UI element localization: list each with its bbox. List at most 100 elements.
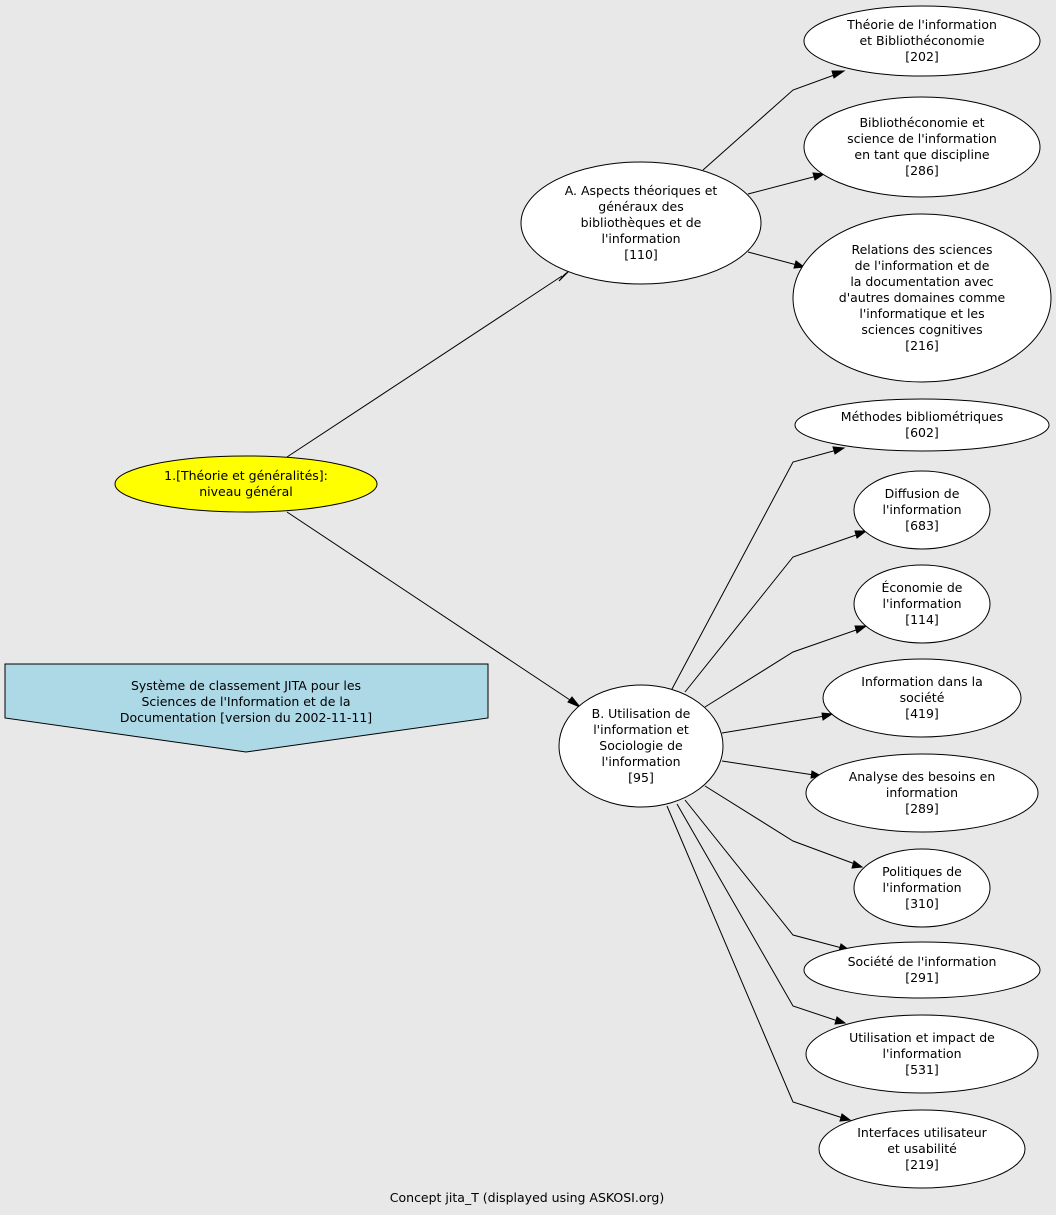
footer-caption: Concept jita_T (displayed using ASKOSI.o…	[390, 1190, 664, 1205]
node-b5-shape	[805, 753, 1039, 833]
node-a3-label-line: de l'information et de	[855, 258, 990, 273]
edge-b-to-b2	[684, 530, 868, 693]
node-a3-label-line: l'informatique et les	[859, 306, 984, 321]
node-b1-shape	[794, 398, 1050, 452]
node-b3[interactable]: Économie del'information[114]	[853, 564, 991, 644]
node-b8-label-line: l'information	[882, 1046, 961, 1061]
legend-shape	[4, 663, 489, 753]
node-a2-label-line: en tant que discipline	[854, 147, 990, 162]
node-b1-label-line: [602]	[905, 425, 939, 440]
node-root-label-line: 1.[Théorie et généralités]:	[164, 468, 328, 483]
node-b9-shape	[818, 1109, 1026, 1189]
node-b3-shape	[853, 564, 991, 644]
node-a2-label-line: science de l'information	[847, 131, 997, 146]
node-a3-label-line: sciences cognitives	[861, 322, 982, 337]
node-b5-label-line: [289]	[905, 801, 939, 816]
edge-a-to-a1	[702, 70, 846, 171]
node-a3-label-line: [216]	[905, 338, 939, 353]
concept-nodes: 1.[Théorie et généralités]:niveau généra…	[114, 5, 1052, 1189]
node-b-shape	[558, 684, 724, 808]
node-b4-label-line: Information dans la	[861, 674, 982, 689]
node-b6-label-line: l'information	[882, 880, 961, 895]
node-b-label-line: l'information	[601, 754, 680, 769]
node-b2[interactable]: Diffusion del'information[683]	[853, 470, 991, 550]
node-a2-label-line: Bibliothéconomie et	[859, 115, 984, 130]
node-b-label-line: [95]	[628, 770, 654, 785]
node-a3-shape	[792, 213, 1052, 383]
node-b4-shape	[822, 658, 1022, 738]
edge-b-to-b9	[666, 805, 852, 1122]
edge-b-to-b8	[676, 803, 847, 1025]
node-a1-label-line: et Bibliothéconomie	[859, 33, 984, 48]
node-root[interactable]: 1.[Théorie et généralités]:niveau généra…	[114, 455, 378, 513]
node-b[interactable]: B. Utilisation del'information etSociolo…	[558, 684, 724, 808]
node-a-label-line: [110]	[624, 247, 658, 262]
edge-b-to-b5	[721, 760, 823, 779]
node-b7[interactable]: Société de l'information[291]	[803, 941, 1041, 999]
node-b3-label-line: Économie de	[882, 580, 963, 595]
node-a1-label-line: [202]	[905, 49, 939, 64]
node-a3-label-line: d'autres domaines comme	[839, 290, 1006, 305]
edge-root-to-b	[286, 511, 581, 708]
node-b2-label-line: Diffusion de	[885, 486, 960, 501]
edge-b-to-b6	[704, 785, 864, 869]
node-b8-label-line: [531]	[905, 1062, 939, 1077]
node-b2-shape	[853, 470, 991, 550]
edge-b-to-b4	[721, 712, 834, 734]
edge-b-to-b1	[671, 446, 846, 690]
node-b1-label-line: Méthodes bibliométriques	[841, 409, 1003, 424]
edge-b-to-b7	[684, 799, 851, 952]
node-root-shape	[114, 455, 378, 513]
node-a-label-line: bibliothèques et de	[581, 215, 702, 230]
edge-b-to-b3	[704, 625, 868, 708]
node-a1-shape	[803, 5, 1041, 77]
node-b4-label-line: [419]	[905, 706, 939, 721]
edge-a-to-a3	[747, 251, 806, 269]
node-b9-label-line: Interfaces utilisateur	[857, 1125, 987, 1140]
legend-line-2: Sciences de l'Information et de la	[141, 694, 350, 709]
node-b7-label-line: [291]	[905, 970, 939, 985]
node-b6-label-line: [310]	[905, 896, 939, 911]
legend-line-1: Système de classement JITA pour les	[131, 678, 361, 693]
edge-root-to-a	[286, 270, 570, 458]
node-b7-shape	[803, 941, 1041, 999]
node-b7-label-line: Société de l'information	[848, 954, 997, 969]
node-a-label-line: l'information	[601, 231, 680, 246]
node-b4-label-line: société	[900, 690, 945, 705]
node-b-label-line: B. Utilisation de	[592, 706, 691, 721]
node-a-shape	[520, 161, 762, 285]
node-b2-label-line: [683]	[905, 518, 939, 533]
node-b6-label-line: Politiques de	[882, 864, 962, 879]
node-b5-label-line: information	[886, 785, 958, 800]
legend-box: Système de classement JITA pour les Scie…	[4, 663, 489, 753]
node-b8[interactable]: Utilisation et impact del'information[53…	[805, 1014, 1039, 1094]
node-b8-label-line: Utilisation et impact de	[849, 1030, 995, 1045]
node-a1-label-line: Théorie de l'information	[846, 17, 997, 32]
node-b6[interactable]: Politiques del'information[310]	[853, 848, 991, 928]
node-b1[interactable]: Méthodes bibliométriques[602]	[794, 398, 1050, 452]
node-a-label-line: généraux des	[598, 199, 683, 214]
node-a-label-line: A. Aspects théoriques et	[565, 183, 718, 198]
edge-a-to-a2	[747, 172, 826, 195]
node-b2-label-line: l'information	[882, 502, 961, 517]
node-a3-label-line: Relations des sciences	[851, 242, 992, 257]
node-b5-label-line: Analyse des besoins en	[849, 769, 996, 784]
node-a2-shape	[803, 96, 1041, 198]
legend-line-3: Documentation [version du 2002-11-11]	[120, 710, 372, 725]
node-b-label-line: Sociologie de	[599, 738, 683, 753]
node-root-label-line: niveau général	[199, 484, 293, 499]
node-b-label-line: l'information et	[593, 722, 689, 737]
node-b9-label-line: [219]	[905, 1157, 939, 1172]
node-b8-shape	[805, 1014, 1039, 1094]
node-b3-label-line: [114]	[905, 612, 939, 627]
node-a2-label-line: [286]	[905, 163, 939, 178]
node-a3-label-line: la documentation avec	[850, 274, 993, 289]
